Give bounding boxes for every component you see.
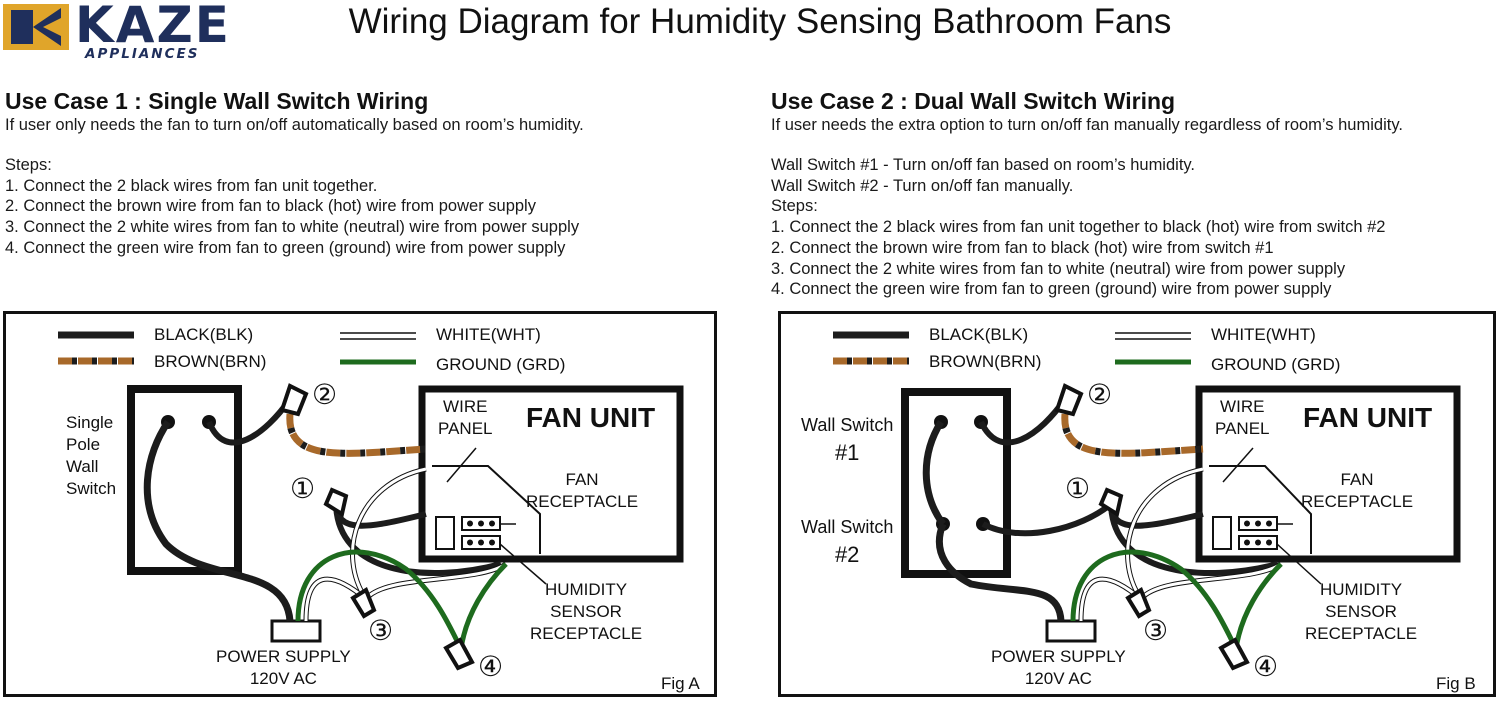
step-item: 2. Connect the brown wire from fan to bl… xyxy=(5,197,536,216)
callout-4: ④ xyxy=(1253,651,1279,682)
logo-mark-icon xyxy=(3,4,69,50)
legend-ground-label: GROUND (GRD) xyxy=(436,355,566,374)
wire-nut-1 xyxy=(1098,487,1124,518)
use-case-2-description: If user needs the extra option to turn o… xyxy=(771,116,1403,134)
figure-tag: Fig A xyxy=(661,674,700,693)
figure-b-wiring-diagram xyxy=(833,331,1461,671)
callout-1: ① xyxy=(290,473,316,504)
steps-label: Steps: xyxy=(5,156,52,174)
switch-box xyxy=(901,388,1011,578)
fan-unit-title: FAN UNIT xyxy=(526,402,656,433)
wire-nut-3 xyxy=(1125,587,1152,619)
step-item: 1. Connect the 2 black wires from fan un… xyxy=(5,176,378,195)
fan-unit-title: FAN UNIT xyxy=(1303,402,1433,433)
use-case-1-description: If user only needs the fan to turn on/of… xyxy=(5,116,584,134)
figure-a-wiring-diagram xyxy=(58,331,684,671)
switch-note: Wall Switch #1 - Turn on/off fan based o… xyxy=(771,156,1196,174)
callout-2: ② xyxy=(1087,379,1113,410)
switch-2-label: Wall Switch#2 xyxy=(801,517,894,567)
wire-nut-4 xyxy=(443,637,475,671)
legend-black-label: BLACK(BLK) xyxy=(929,325,1029,344)
legend-ground-label: GROUND (GRD) xyxy=(1211,355,1341,374)
use-case-1: Use Case 1 : Single Wall Switch Wiring I… xyxy=(5,88,735,259)
logo-subtext: APPLIANCES xyxy=(85,46,200,62)
callout-1: ① xyxy=(1065,473,1091,504)
callout-4: ④ xyxy=(478,651,504,682)
figure-a: BLACK(BLK) BROWN(BRN) WHITE(WHT) GROUND … xyxy=(3,311,717,697)
kaze-logo: KAZE APPLIANCES xyxy=(3,0,229,66)
use-case-2-title: Use Case 2 : Dual Wall Switch Wiring xyxy=(771,88,1176,114)
fan-unit-box xyxy=(418,385,684,563)
step-item: 3. Connect the 2 white wires from fan to… xyxy=(771,259,1346,278)
figure-b: BLACK(BLK) BROWN(BRN) WHITE(WHT) GROUND … xyxy=(778,311,1496,697)
switch-1-label: Wall Switch#1 xyxy=(801,415,894,465)
use-case-2: Use Case 2 : Dual Wall Switch Wiring If … xyxy=(771,88,1500,300)
legend-brown-label: BROWN(BRN) xyxy=(154,352,267,371)
power-supply-box xyxy=(1045,619,1097,643)
callout-2: ② xyxy=(312,379,338,410)
steps-label: Steps: xyxy=(771,197,818,216)
figure-tag: Fig B xyxy=(1436,674,1476,693)
legend-brown-label: BROWN(BRN) xyxy=(929,352,1042,371)
wire-nut-4 xyxy=(1218,637,1250,671)
callout-3: ③ xyxy=(1143,615,1169,646)
use-case-1-title: Use Case 1 : Single Wall Switch Wiring xyxy=(5,88,429,114)
power-supply-box xyxy=(270,619,322,643)
legend-white-label: WHITE(WHT) xyxy=(1211,325,1316,344)
step-item: 4. Connect the green wire from fan to gr… xyxy=(5,238,566,257)
step-item: 2. Connect the brown wire from fan to bl… xyxy=(771,238,1274,257)
page-title: Wiring Diagram for Humidity Sensing Bath… xyxy=(348,2,1172,41)
callout-3: ③ xyxy=(368,615,394,646)
logo-text: KAZE xyxy=(75,0,231,54)
fan-unit-box xyxy=(1195,385,1461,563)
legend-black-label: BLACK(BLK) xyxy=(154,325,254,344)
wire-nut-2 xyxy=(279,383,309,417)
switch-note: Wall Switch #2 - Turn on/off fan manuall… xyxy=(771,176,1074,195)
wire-nut-3 xyxy=(350,587,377,619)
wire-nut-1 xyxy=(323,487,349,518)
wire-nut-2 xyxy=(1054,383,1084,417)
step-item: 4. Connect the green wire from fan to gr… xyxy=(771,280,1332,299)
switch-box xyxy=(127,385,242,575)
legend-white-label: WHITE(WHT) xyxy=(436,325,541,344)
step-item: 1. Connect the 2 black wires from fan un… xyxy=(771,218,1386,237)
step-item: 3. Connect the 2 white wires from fan to… xyxy=(5,218,580,237)
